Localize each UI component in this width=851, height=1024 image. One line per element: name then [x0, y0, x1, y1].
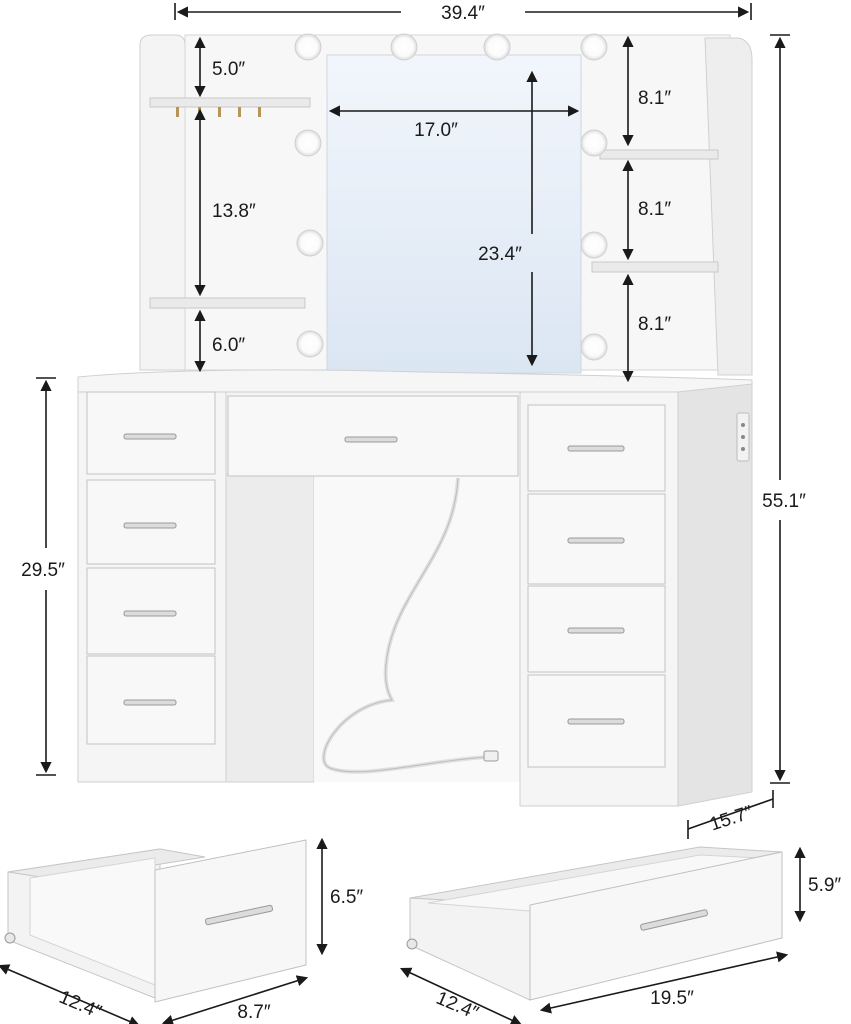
label-small-drawer-width: 8.7″: [237, 1002, 270, 1023]
label-desk-height: 29.5″: [21, 560, 65, 581]
label-right-shelf-2: 8.1″: [638, 199, 671, 220]
label-depth: 15.7″: [707, 802, 755, 836]
light-bulbs: [294, 33, 608, 361]
label-left-shelf-gap: 13.8″: [212, 201, 256, 222]
mirror: [326, 54, 582, 374]
label-left-bottom-gap: 6.0″: [212, 335, 245, 356]
label-right-shelf-1: 8.1″: [638, 88, 671, 109]
label-overall-height: 55.1″: [762, 491, 806, 512]
desk: [77, 369, 753, 807]
dimension-labels: 39.4″ 55.1″ 29.5″ 5.0″ 13.8″ 6.0″ 17.0″ …: [21, 3, 841, 1024]
label-large-drawer-depth: 12.4″: [433, 988, 482, 1024]
label-large-drawer-width: 19.5″: [650, 988, 694, 1009]
dimension-lines: [0, 3, 806, 1024]
label-left-top-gap: 5.0″: [212, 59, 245, 80]
label-right-shelf-3: 8.1″: [638, 314, 671, 335]
drawer-handles: [123, 433, 625, 725]
label-mirror-width: 17.0″: [414, 120, 458, 141]
large-drawer: [406, 846, 783, 1001]
hutch: [139, 33, 753, 376]
label-small-drawer-depth: 12.4″: [56, 987, 105, 1024]
label-large-drawer-height: 5.9″: [808, 875, 841, 896]
small-drawer: [4, 839, 307, 1003]
label-overall-width: 39.4″: [441, 3, 485, 24]
label-mirror-height: 23.4″: [478, 244, 522, 265]
label-small-drawer-height: 6.5″: [330, 887, 363, 908]
